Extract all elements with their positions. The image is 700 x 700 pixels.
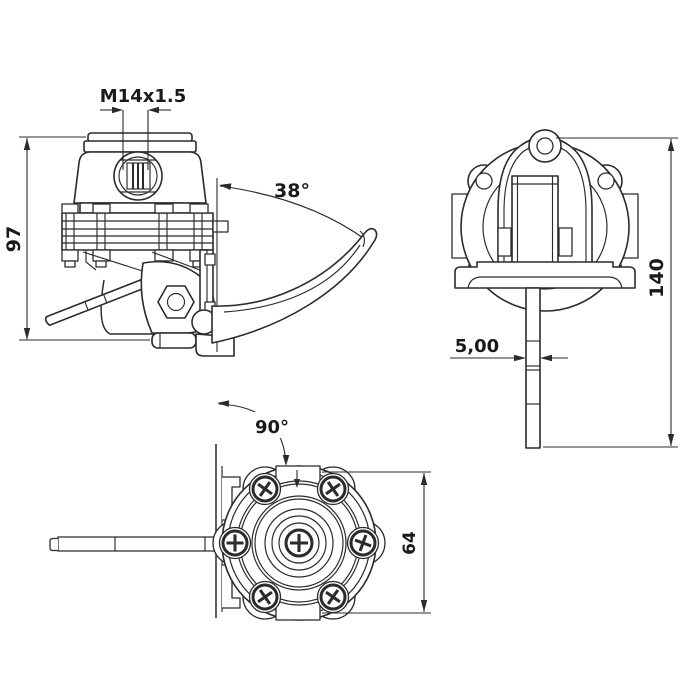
cover-screw — [346, 526, 380, 560]
arrowhead — [219, 183, 232, 190]
angle-arc-38 — [219, 185, 367, 241]
mounting-flange — [61, 203, 229, 268]
dimension-rod-width: 5,00 — [450, 336, 568, 362]
rod-width-label: 5,00 — [455, 336, 499, 357]
lever-arm — [49, 536, 217, 552]
cover-screw — [316, 580, 350, 614]
dimension-overall-height: 140 — [543, 137, 678, 448]
push-rod — [525, 287, 541, 449]
hex-nut — [157, 285, 195, 319]
pivot-plate — [558, 227, 573, 257]
concentric-rings — [251, 495, 347, 591]
bottom-view: 90° 64 — [49, 400, 431, 621]
rocker-lever — [511, 175, 559, 265]
center-screw — [284, 528, 314, 558]
flange-bolt-shafts — [65, 213, 203, 250]
thread-label: M14x1.5 — [100, 86, 186, 107]
cover-screws — [218, 472, 380, 614]
pump-foot — [151, 332, 197, 349]
front-view: 97 M14x1.5 38° — [3, 86, 378, 357]
cover-screw — [218, 526, 252, 560]
side-view: 140 5,00 — [450, 129, 678, 449]
dimension-thread: M14x1.5 — [100, 86, 186, 170]
overall-height-label: 140 — [646, 258, 668, 298]
pump-cap-lip — [83, 140, 197, 153]
cover-screw — [248, 472, 282, 506]
pivot-plate — [497, 227, 512, 257]
cover-screw — [248, 580, 282, 614]
dimension-cover-width: 64 — [322, 471, 431, 614]
flow-direction-arrow — [294, 470, 300, 488]
rotation-angle-label: 90° — [255, 417, 289, 438]
actuating-lever — [211, 227, 378, 344]
lever-angle-label: 38° — [274, 180, 310, 202]
front-height-label: 97 — [3, 226, 25, 252]
cover-width-label: 64 — [400, 531, 420, 555]
bottom-tab — [275, 600, 321, 621]
top-bolt-hole — [536, 137, 554, 155]
inlet-port — [113, 151, 163, 201]
dimension-rotation-angle: 90° — [217, 400, 292, 466]
dimension-front-height: 97 — [3, 136, 150, 341]
pump-base — [454, 261, 636, 289]
priming-lever — [44, 273, 161, 326]
cover-screw — [316, 472, 350, 506]
flange-bolt-heads — [61, 203, 209, 214]
